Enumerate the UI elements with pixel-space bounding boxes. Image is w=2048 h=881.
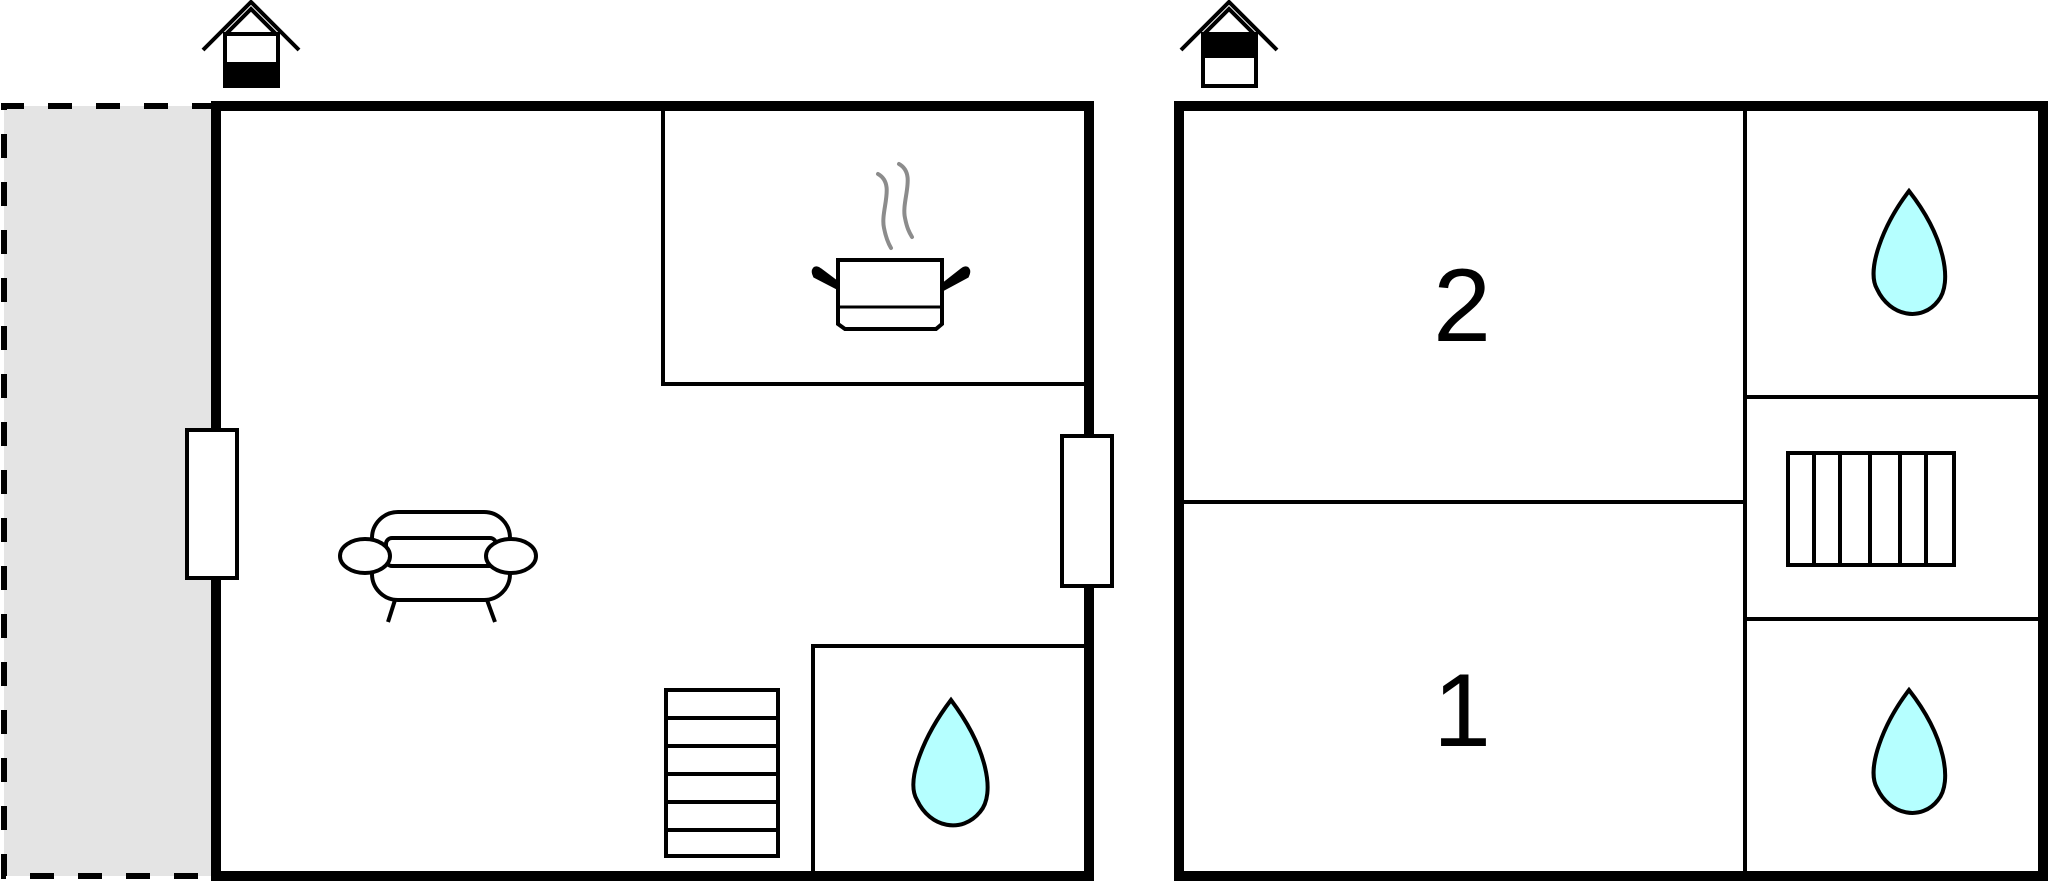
bathroom-wall (811, 644, 1084, 873)
house-floor-indicator-icon (1179, 0, 1279, 88)
ground-floor (1, 0, 1114, 881)
radiator-icon (1786, 451, 1956, 567)
terrace-outline (1, 103, 216, 879)
upper-floor-outer-wall (1174, 101, 2048, 881)
water-drop-icon (1871, 187, 1948, 316)
water-drop-icon (911, 696, 990, 828)
sofa-icon (338, 510, 538, 623)
room-number-1: 1 (1433, 653, 1491, 769)
window-east (1060, 434, 1114, 588)
window-west (185, 428, 239, 580)
cooking-pot-icon (811, 162, 971, 331)
kitchen-wall (661, 108, 1084, 386)
house-floor-indicator-icon (201, 0, 301, 88)
water-drop-icon (1871, 686, 1948, 815)
room-number-2: 2 (1433, 248, 1491, 364)
terrace-area (4, 106, 216, 876)
radiator-icon (664, 688, 780, 858)
upper-floor: 2 1 (1174, 0, 2048, 881)
